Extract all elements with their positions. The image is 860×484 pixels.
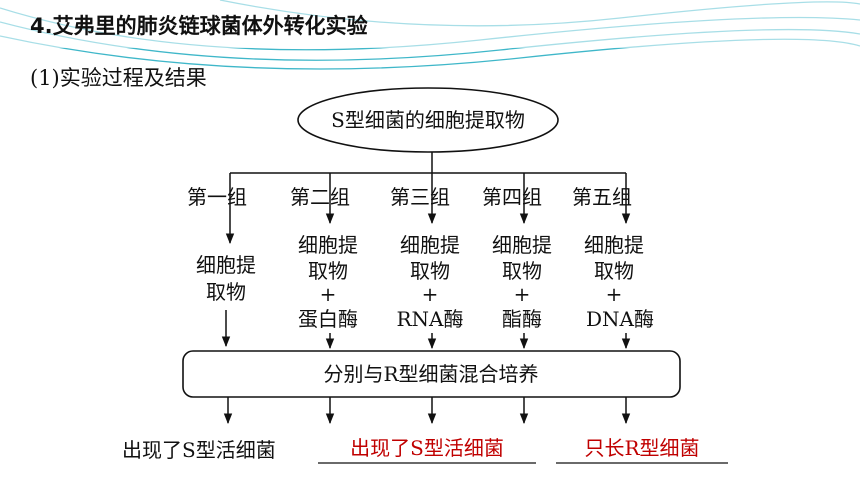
group-label: 第二组 xyxy=(290,185,350,209)
enzyme-label: 蛋白酶 xyxy=(298,307,358,331)
group-label: 第四组 xyxy=(482,185,542,209)
section-subtitle: (1)实验过程及结果 xyxy=(30,66,207,90)
group-label: 第三组 xyxy=(390,185,450,209)
group-content: 取物 xyxy=(594,259,634,283)
group-label: 第五组 xyxy=(572,185,632,209)
group-content: 取物 xyxy=(308,259,348,283)
group-4: 第四组 细胞提 取物 + 酯酶 xyxy=(482,173,552,350)
plus-sign: + xyxy=(422,282,439,306)
enzyme-label: 酯酶 xyxy=(502,307,542,331)
group-content: 取物 xyxy=(206,280,246,304)
result-answer-1: 出现了S型活细菌 xyxy=(350,436,504,460)
result-given: 出现了S型活细菌 xyxy=(122,438,276,462)
plus-sign: + xyxy=(606,282,623,306)
source-node-label: S型细菌的细胞提取物 xyxy=(331,108,525,132)
plus-sign: + xyxy=(320,282,337,306)
mix-box-label: 分别与R型细菌混合培养 xyxy=(323,362,538,386)
group-content: 细胞提 xyxy=(400,233,460,257)
group-2: 第二组 细胞提 取物 + 蛋白酶 xyxy=(290,173,358,350)
group-label: 第一组 xyxy=(187,185,247,209)
plus-sign: + xyxy=(514,282,531,306)
group-content: 取物 xyxy=(410,259,450,283)
group-5: 第五组 细胞提 取物 + DNA酶 xyxy=(572,173,654,350)
group-content: 细胞提 xyxy=(584,233,644,257)
result-arrows xyxy=(223,397,631,425)
group-content: 细胞提 xyxy=(492,233,552,257)
group-content: 细胞提 xyxy=(298,233,358,257)
result-answer-2: 只长R型细菌 xyxy=(584,436,699,460)
enzyme-label: DNA酶 xyxy=(586,307,654,331)
enzyme-label: RNA酶 xyxy=(396,307,463,331)
group-1: 第一组 细胞提 取物 xyxy=(187,173,256,348)
group-content: 取物 xyxy=(502,259,542,283)
page-title: 4.艾弗里的肺炎链球菌体外转化实验 xyxy=(30,14,368,38)
source-node-ellipse xyxy=(297,87,559,153)
group-content: 细胞提 xyxy=(196,253,256,277)
group-3: 第三组 细胞提 取物 + RNA酶 xyxy=(390,173,464,350)
